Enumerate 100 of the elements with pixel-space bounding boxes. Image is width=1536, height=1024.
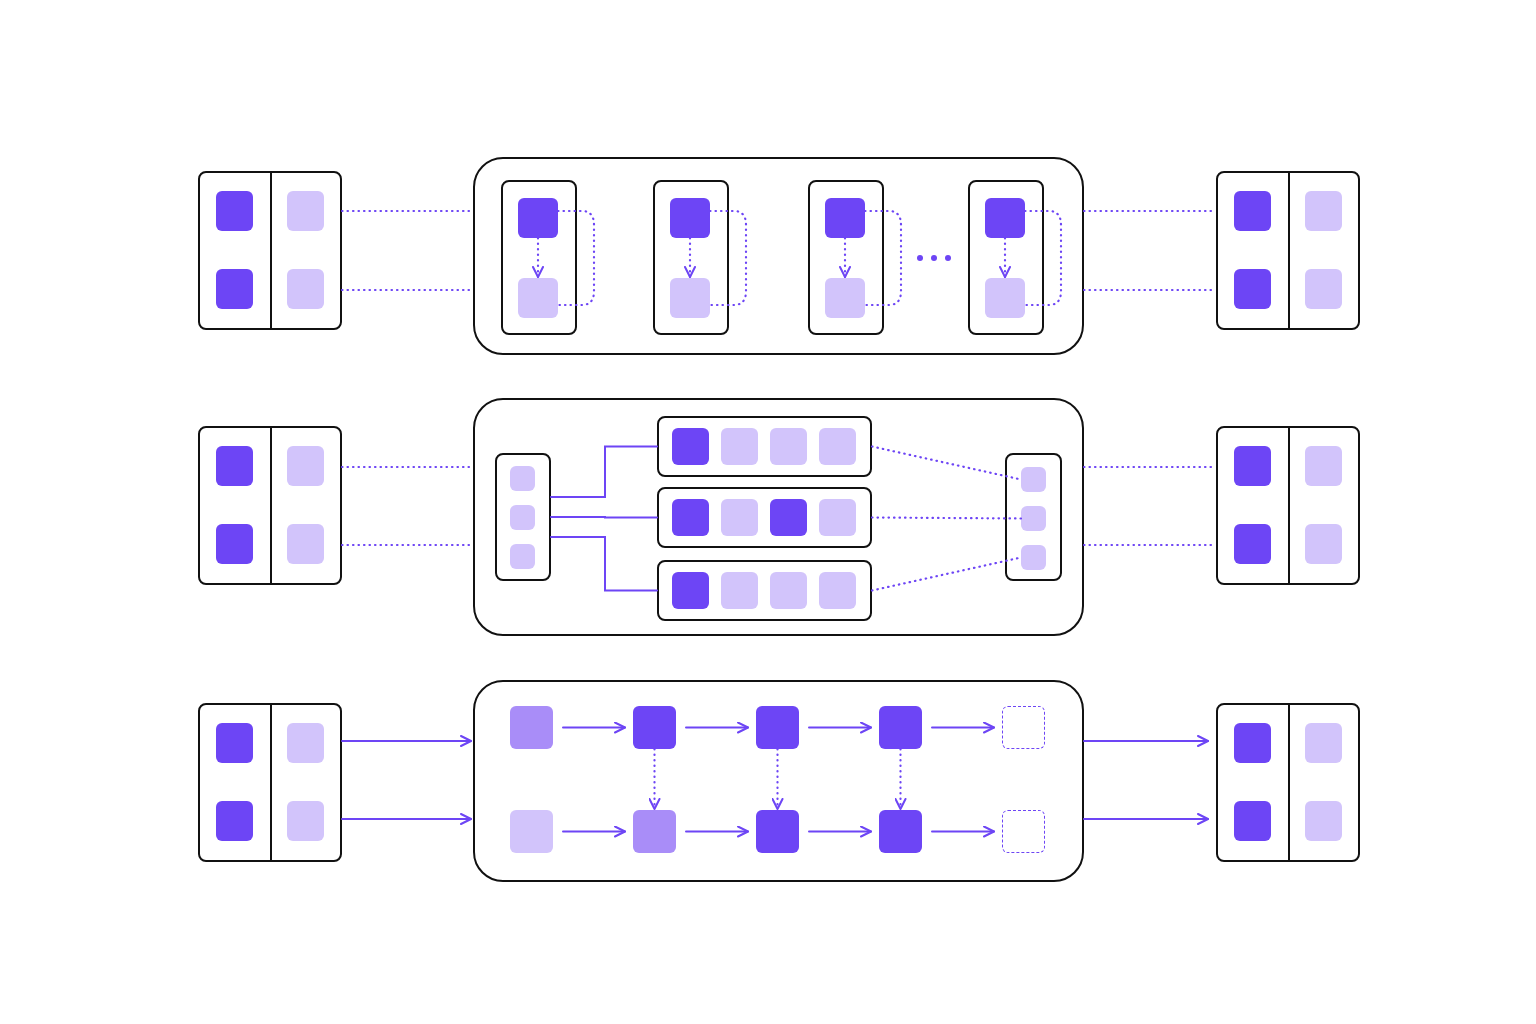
tensor-block (198, 171, 342, 330)
square-token (670, 278, 710, 318)
dotted-arrow (999, 236, 1011, 279)
square-token (216, 801, 253, 841)
dotted-arrow (684, 236, 696, 279)
square-token (287, 191, 324, 231)
square-token (1234, 524, 1271, 564)
square-token (770, 572, 807, 609)
group-frame (657, 487, 872, 548)
square-token (1021, 506, 1046, 531)
square-token (1234, 269, 1271, 309)
tensor-block (198, 703, 342, 862)
arrow (562, 721, 626, 734)
square-token (721, 499, 758, 536)
square-token (1305, 723, 1342, 763)
group-frame (501, 180, 577, 335)
group-frame (653, 180, 729, 335)
square-token (1305, 446, 1342, 486)
square-token (1305, 524, 1342, 564)
arrow (341, 735, 472, 747)
group-frame (808, 180, 884, 335)
square-token (756, 706, 799, 749)
square-token (287, 723, 324, 763)
tensor-block (1216, 426, 1360, 585)
square-token (216, 446, 253, 486)
connector-line (550, 516, 658, 519)
arrow (685, 721, 749, 734)
square-token (518, 278, 558, 318)
square-token (510, 544, 535, 569)
dotted-connector (708, 209, 748, 307)
square-token (510, 466, 535, 491)
square-token (287, 524, 324, 564)
square-token (287, 269, 324, 309)
square-token (819, 572, 856, 609)
square-token (1234, 191, 1271, 231)
empty-slot (1002, 706, 1045, 749)
tensor-block (1216, 171, 1360, 330)
arrow (808, 721, 872, 734)
square-token (510, 706, 553, 749)
square-token (721, 428, 758, 465)
square-token (518, 198, 558, 238)
square-token (985, 278, 1025, 318)
square-token (1305, 801, 1342, 841)
square-token (287, 446, 324, 486)
square-token (756, 810, 799, 853)
square-token (825, 198, 865, 238)
dotted-arrow (532, 236, 544, 279)
container-box (473, 157, 1084, 355)
tensor-block (198, 426, 342, 585)
square-token (216, 269, 253, 309)
square-token (672, 428, 709, 465)
container-box (473, 398, 1084, 636)
group-frame (657, 560, 872, 621)
arrow (562, 825, 626, 838)
square-token (879, 810, 922, 853)
group-frame (657, 416, 872, 477)
tensor-block (1216, 703, 1360, 862)
dotted-connector (1023, 209, 1063, 307)
square-token (770, 428, 807, 465)
square-token (672, 499, 709, 536)
dotted-arrow (648, 747, 661, 811)
dotted-connector (870, 516, 1023, 520)
square-token (721, 572, 758, 609)
square-token (1305, 191, 1342, 231)
group-frame (968, 180, 1044, 335)
square-token (1234, 801, 1271, 841)
square-token (1021, 467, 1046, 492)
square-token (819, 499, 856, 536)
square-token (672, 572, 709, 609)
square-token (1305, 269, 1342, 309)
square-token (287, 801, 324, 841)
square-token (633, 810, 676, 853)
container-box (473, 680, 1084, 882)
dotted-connector (556, 209, 596, 307)
arrow (1083, 735, 1209, 747)
square-token (216, 723, 253, 763)
dotted-arrow (894, 747, 907, 811)
square-token (825, 278, 865, 318)
square-token (1021, 545, 1046, 570)
square-token (819, 428, 856, 465)
arrow (685, 825, 749, 838)
square-token (670, 198, 710, 238)
dotted-arrow (839, 236, 851, 279)
square-token (985, 198, 1025, 238)
arrow (808, 825, 872, 838)
arrow (931, 721, 995, 734)
square-token (510, 810, 553, 853)
square-token (770, 499, 807, 536)
empty-slot (1002, 810, 1045, 853)
square-token (216, 191, 253, 231)
connector-line (550, 445, 658, 498)
dotted-connector (863, 209, 903, 307)
square-token (1234, 446, 1271, 486)
dotted-arrow (771, 747, 784, 811)
group-frame (495, 453, 551, 581)
square-token (879, 706, 922, 749)
square-token (633, 706, 676, 749)
group-frame (1005, 453, 1062, 581)
arrow (341, 813, 472, 825)
square-token (1234, 723, 1271, 763)
